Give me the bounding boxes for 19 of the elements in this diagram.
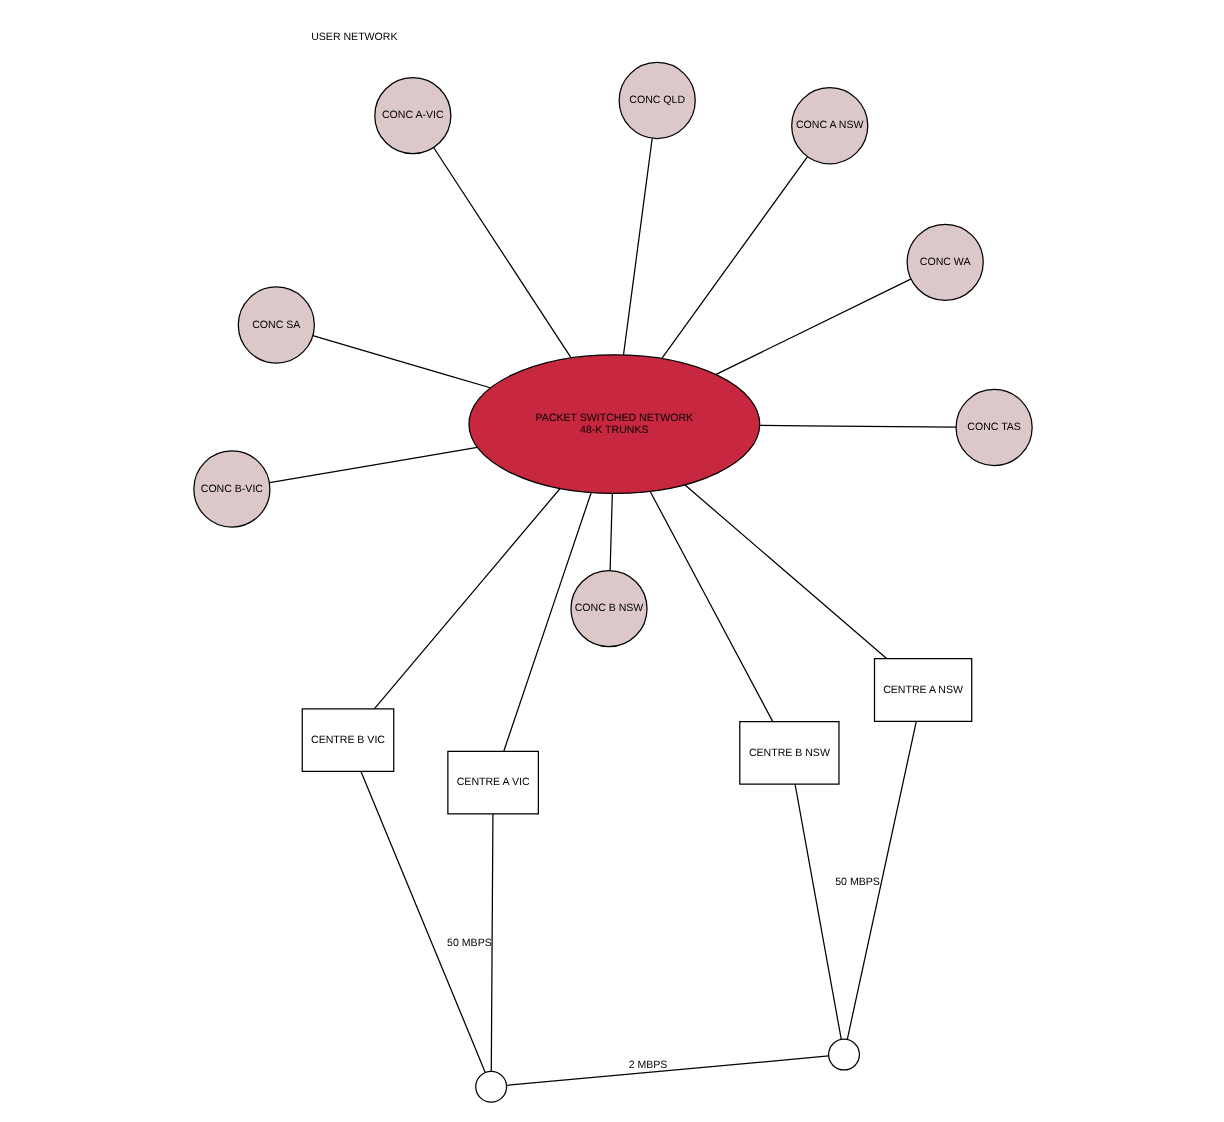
connector — [793, 783, 841, 1040]
connector — [505, 1055, 829, 1086]
node-circle — [827, 1038, 860, 1071]
connector — [648, 490, 773, 723]
node-circle — [474, 1070, 507, 1103]
connector — [502, 492, 591, 752]
connector — [359, 770, 485, 1074]
connector — [432, 146, 571, 359]
connector — [758, 424, 956, 428]
connector — [608, 493, 612, 572]
connector — [714, 278, 911, 375]
connector — [660, 156, 807, 359]
connector — [683, 484, 887, 660]
connector — [489, 813, 493, 1072]
connector — [267, 446, 477, 484]
connector — [621, 137, 652, 356]
connector — [372, 488, 560, 710]
connector — [845, 720, 916, 1040]
connector — [311, 335, 490, 389]
